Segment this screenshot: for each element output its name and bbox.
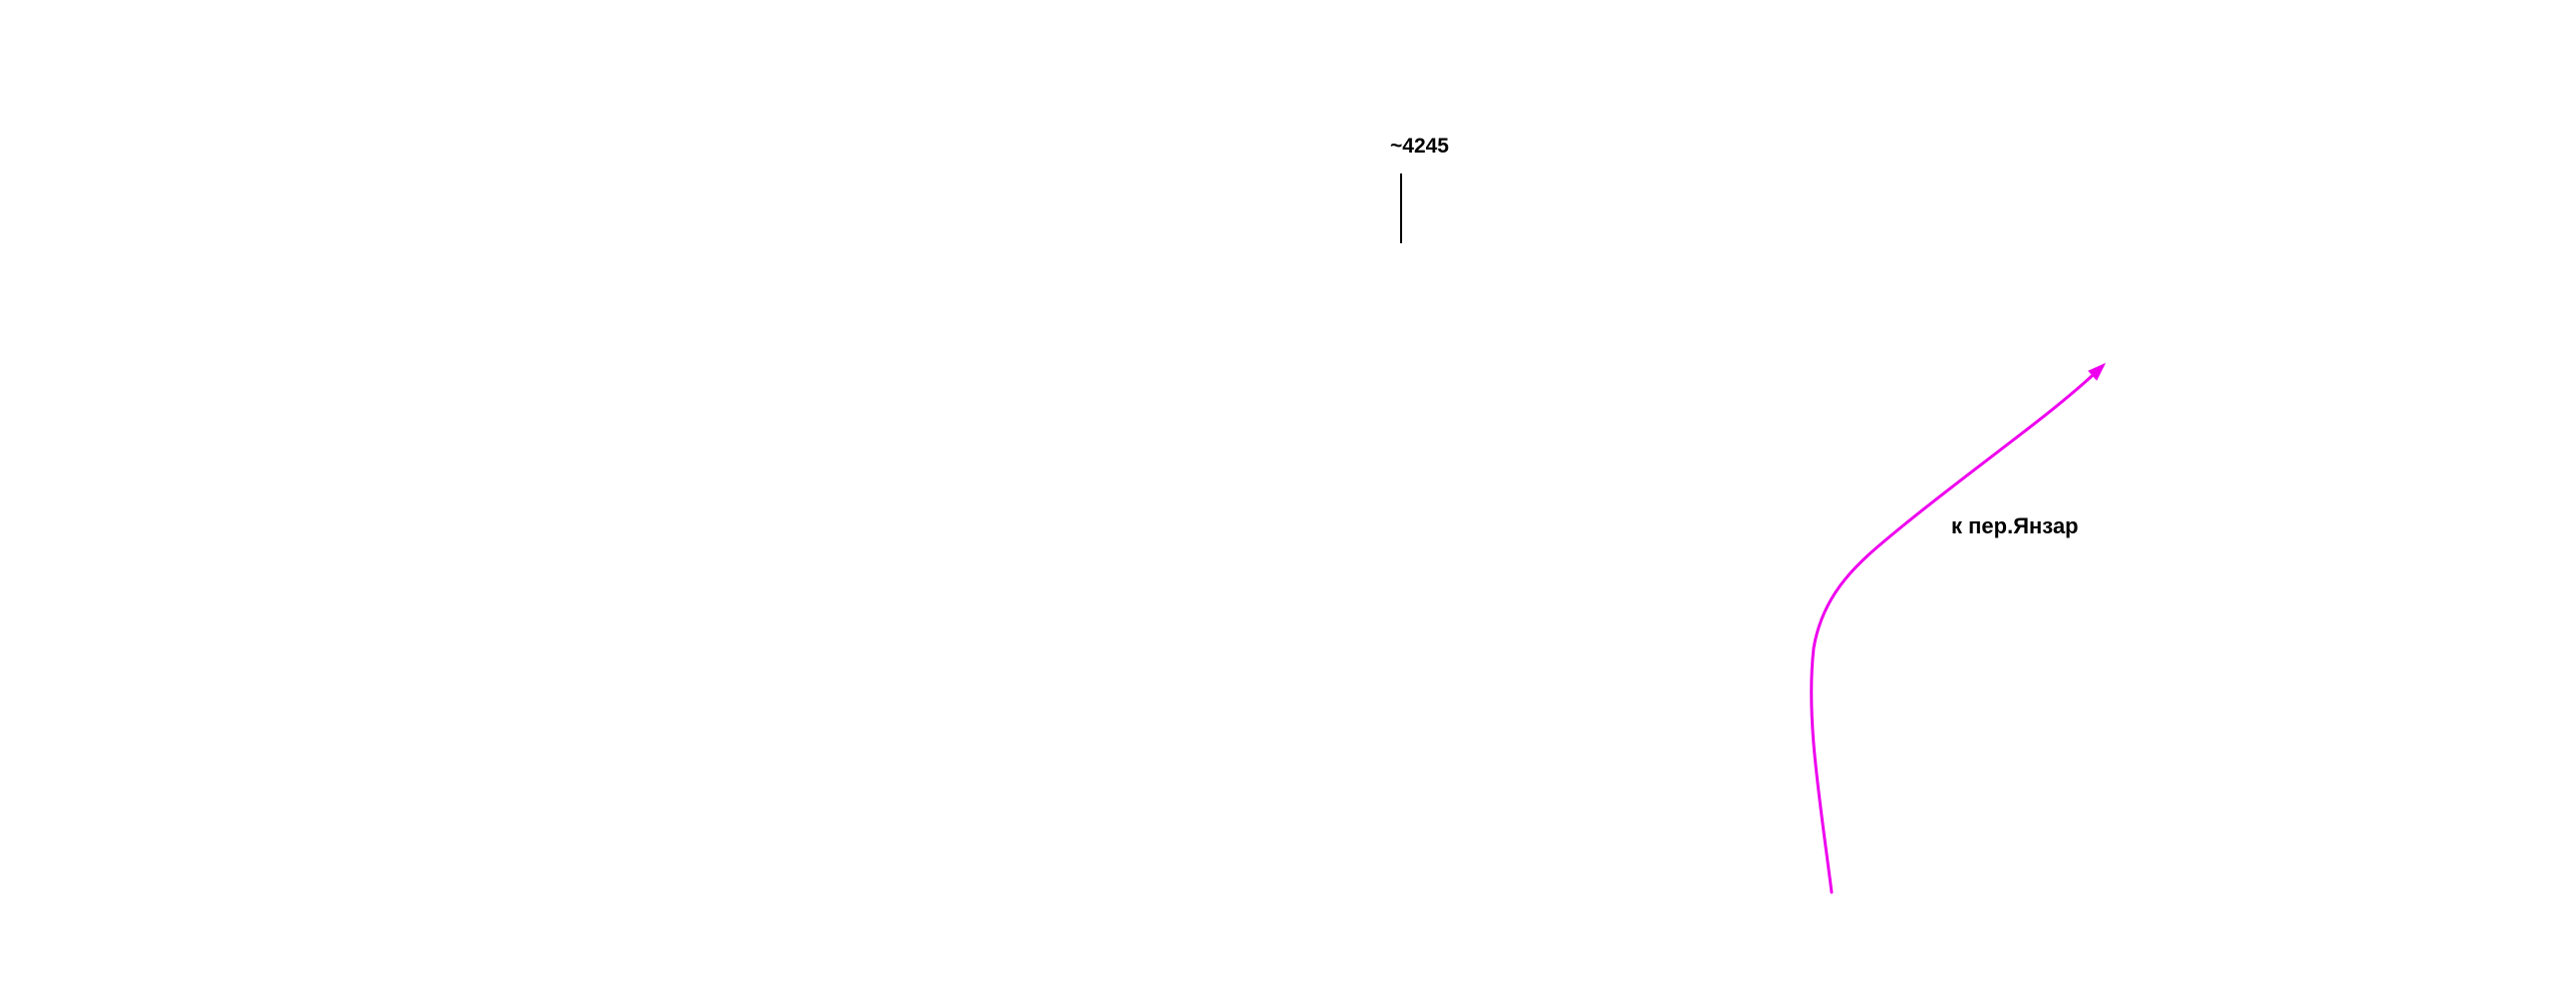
route-path	[1810, 364, 2105, 894]
route-label: к пер.Янзар	[1951, 513, 2079, 538]
route-arrow-icon	[2088, 362, 2107, 381]
elevation-label: ~4245	[1390, 135, 1449, 158]
